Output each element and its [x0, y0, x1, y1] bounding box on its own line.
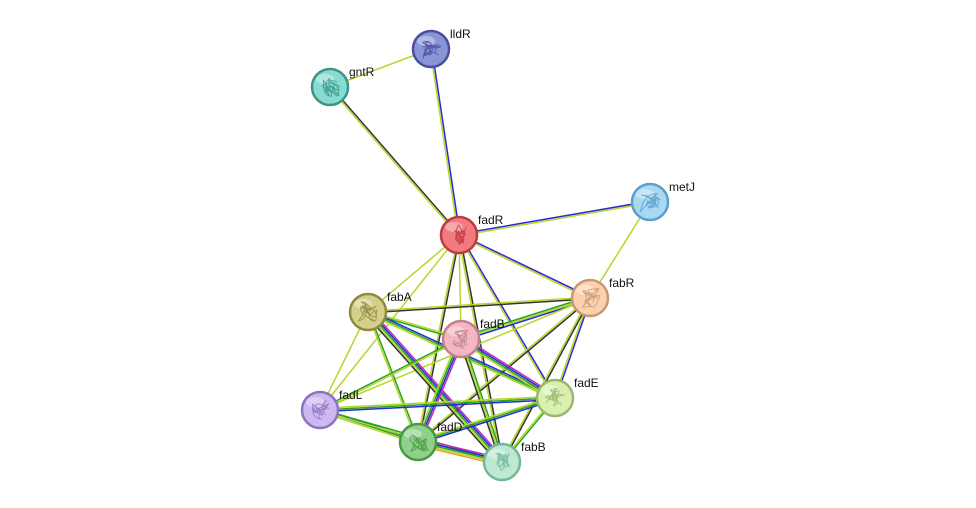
node-fabR[interactable]: fabR [570, 276, 635, 318]
edge-strand [418, 235, 461, 443]
edge-strand [319, 397, 556, 411]
node-label-fabR: fabR [609, 276, 635, 290]
edge-fadE-fadD[interactable] [417, 395, 556, 445]
protein-structure-icon [311, 400, 330, 420]
edge-strand [367, 296, 590, 312]
edge-strand [460, 297, 591, 340]
nodes-layer: lldR gntR metJ fadR fabR fabA fadB fadE fadL fadD… [300, 27, 695, 482]
edge-strand [431, 48, 461, 235]
protein-structure-icon [357, 301, 378, 323]
edge-strand [418, 398, 556, 445]
protein-structure-icon [421, 40, 442, 60]
protein-structure-icon [581, 287, 601, 308]
node-fadD[interactable]: fadD [398, 420, 463, 462]
edge-strand [320, 339, 462, 412]
edge-strand [367, 234, 460, 313]
node-circle[interactable] [482, 442, 522, 482]
edge-gntR-fadR[interactable] [328, 85, 461, 237]
node-gloss [404, 429, 422, 439]
node-label-metJ: metJ [669, 180, 695, 194]
edge-strand [500, 297, 590, 462]
node-label-fadR: fadR [478, 213, 504, 227]
edge-fadE-fadL[interactable] [319, 395, 556, 413]
edge-strand [458, 339, 502, 463]
edge-strand [366, 312, 502, 464]
node-label-gntR: gntR [349, 65, 375, 79]
node-circle[interactable] [570, 278, 610, 318]
edge-strand [328, 87, 459, 237]
edge-fadR-fabR[interactable] [458, 233, 591, 300]
node-metJ[interactable]: metJ [630, 180, 695, 222]
node-gloss [636, 189, 654, 199]
edge-strand [368, 310, 504, 462]
node-label-fadE: fadE [574, 376, 599, 390]
edge-fadR-fadE[interactable] [457, 234, 557, 399]
node-label-lldR: lldR [450, 27, 471, 41]
edges-layer [319, 48, 651, 467]
edge-strand [368, 311, 420, 442]
node-gloss [541, 385, 559, 395]
node-fadB[interactable]: fadB [441, 317, 505, 359]
edge-fabA-fadD[interactable] [366, 311, 420, 443]
edge-strand [417, 395, 555, 442]
node-gloss [306, 397, 324, 407]
edge-strand [367, 311, 503, 463]
edge-strand [459, 233, 591, 298]
node-label-fadB: fadB [480, 317, 505, 331]
edge-strand [320, 398, 556, 413]
node-lldR[interactable]: lldR [411, 27, 471, 69]
edge-fabA-fabB[interactable] [364, 309, 506, 465]
edge-strand [460, 295, 590, 339]
edge-strand [502, 298, 592, 463]
node-gloss [447, 326, 465, 336]
edge-strand [458, 235, 590, 300]
protein-structure-icon [451, 329, 469, 349]
edge-fadR-fadD[interactable] [416, 234, 461, 443]
protein-structure-icon [409, 434, 429, 453]
node-fabB[interactable]: fabB [482, 440, 546, 482]
node-label-fabA: fabA [387, 290, 412, 304]
node-fadE[interactable]: fadE [535, 376, 599, 418]
edge-strand [457, 235, 555, 399]
node-label-fadL: fadL [339, 388, 363, 402]
edge-strand [368, 298, 591, 314]
edge-strand [459, 202, 651, 237]
edge-fadR-fabA[interactable] [367, 234, 460, 313]
edge-fadR-metJ[interactable] [458, 200, 651, 237]
protein-structure-icon [321, 77, 341, 97]
protein-structure-icon [454, 224, 467, 246]
node-gloss [316, 74, 334, 84]
protein-structure-icon [544, 387, 565, 407]
edge-strand [366, 312, 418, 443]
edge-lldR-fadR[interactable] [429, 48, 461, 236]
edge-strand [417, 397, 556, 443]
edge-fabR-fabB[interactable] [500, 297, 592, 463]
node-label-fabB: fabB [521, 440, 546, 454]
edge-strand [418, 298, 592, 444]
edge-strand [429, 49, 459, 236]
edge-fadB-fadL[interactable] [319, 337, 462, 412]
protein-structure-icon [495, 451, 511, 471]
edge-fabR-fabA[interactable] [367, 296, 591, 314]
protein-structure-icon [639, 192, 661, 214]
edge-strand [416, 234, 459, 442]
edge-strand [458, 200, 650, 235]
node-fabA[interactable]: fabA [348, 290, 412, 332]
edge-strand [457, 235, 502, 463]
edge-strand [369, 309, 506, 461]
node-label-fadD: fadD [437, 420, 463, 434]
node-fadR[interactable]: fadR [439, 213, 504, 255]
node-fadL[interactable]: fadL [300, 388, 363, 430]
edge-strand [364, 313, 501, 465]
edge-strand [459, 234, 557, 398]
edge-strand [319, 395, 555, 410]
node-gntR[interactable]: gntR [310, 65, 375, 107]
edge-strand [319, 337, 461, 410]
edge-strand [330, 85, 461, 235]
